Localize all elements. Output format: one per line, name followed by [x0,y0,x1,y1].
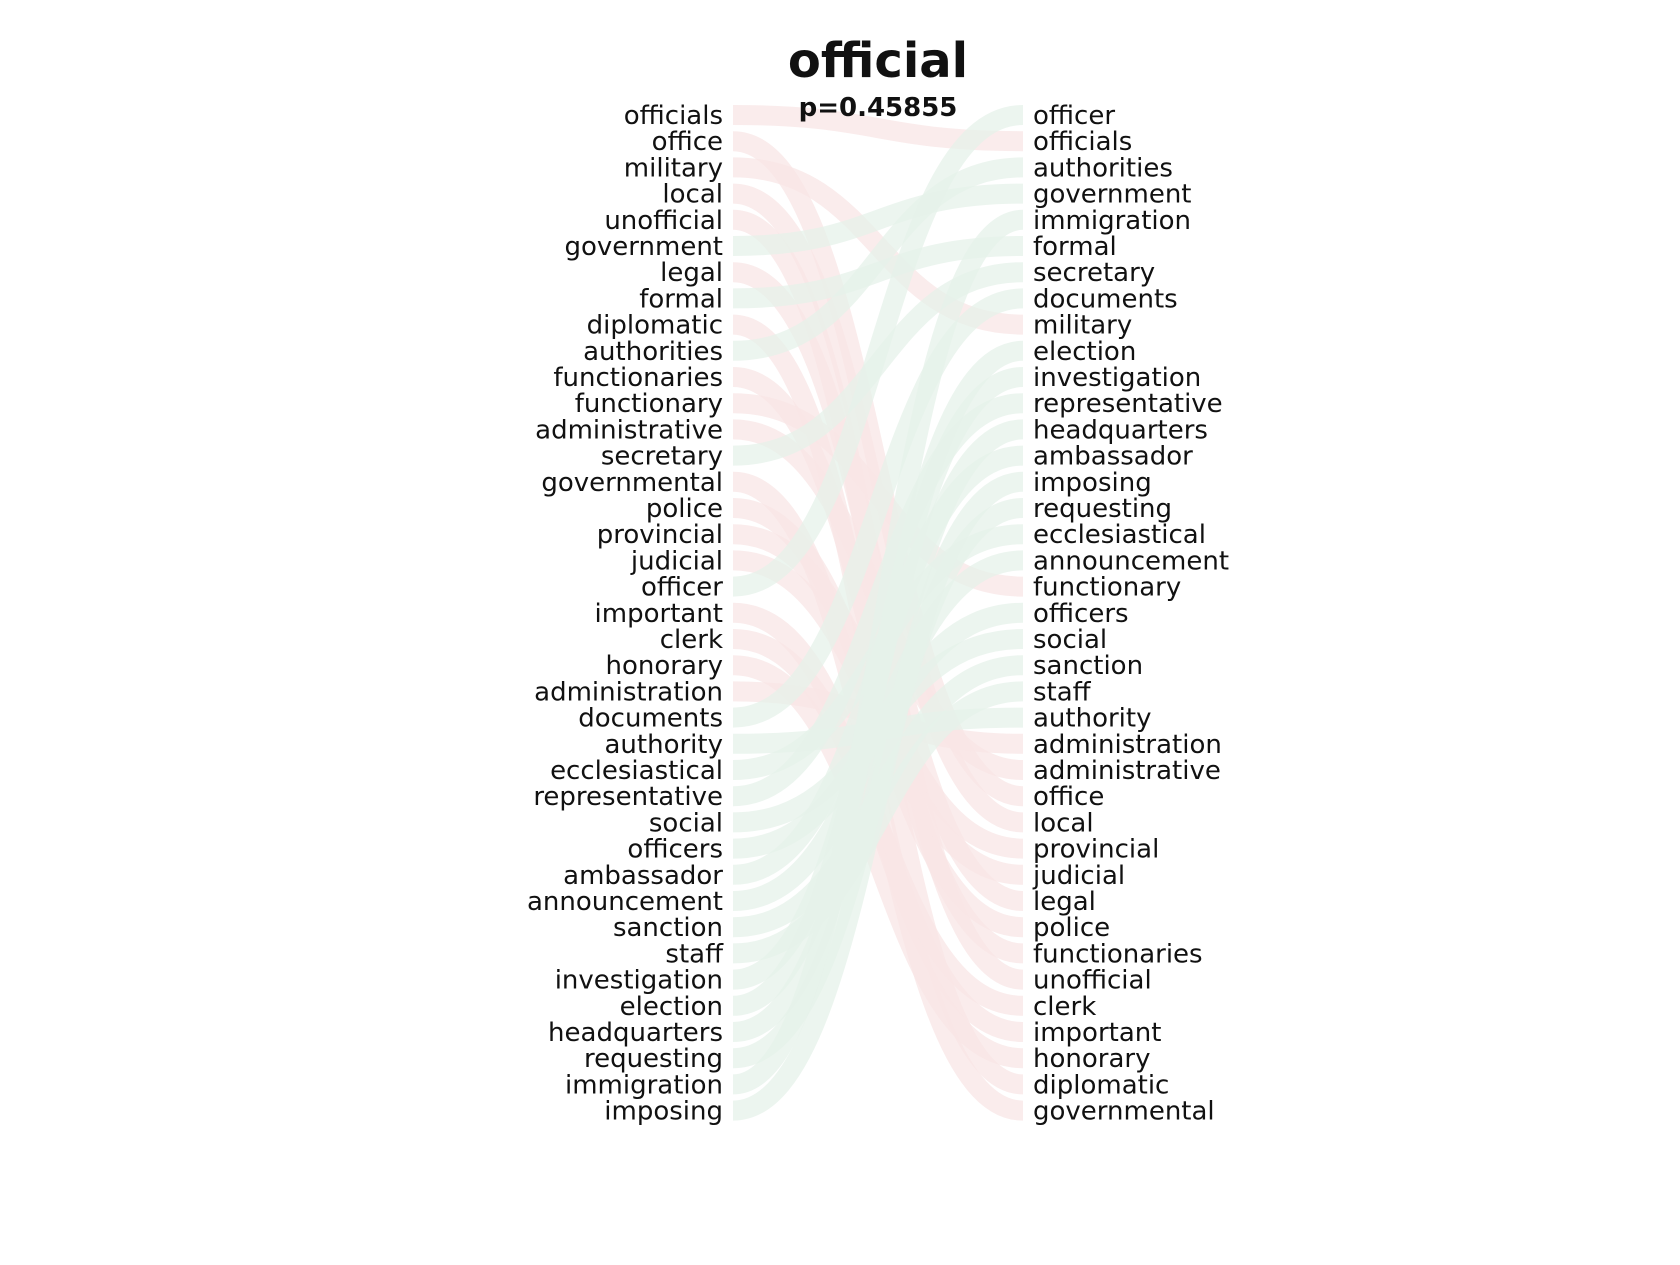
connection-curve [732,157,1024,361]
right-word-label: secretary [1033,258,1155,288]
left-word-label: officers [627,835,723,865]
connection-curve [731,471,1025,1121]
left-word-label: ambassador [563,861,723,891]
left-word-label: formal [639,284,723,314]
left-word-label: social [649,808,723,838]
right-word-label: imposing [1033,468,1152,498]
connection-curve [732,183,1024,256]
right-word-label: announcement [1033,546,1229,576]
right-word-label: office [1033,782,1104,812]
left-word-label: officials [624,101,723,131]
left-word-label: headquarters [548,1018,723,1048]
left-word-label: officer [641,573,723,603]
left-word-label: sanction [613,913,723,943]
left-word-label: office [652,127,723,157]
left-word-label: election [620,992,723,1022]
left-word-label: authority [605,730,724,760]
left-word-label: government [564,232,723,262]
right-word-label: diplomatic [1033,1070,1169,1100]
right-word-label: judicial [1032,861,1125,891]
left-word-label: immigration [565,1070,723,1100]
left-word-label: important [595,599,723,629]
left-word-label: ecclesiastical [550,756,723,786]
right-word-label: officials [1033,127,1132,157]
right-word-label: officers [1033,599,1129,629]
left-word-label: investigation [555,966,723,996]
connection-curve [732,288,1024,728]
right-word-label: administrative [1033,756,1221,786]
right-word-label: important [1033,1018,1161,1048]
right-word-label: governmental [1033,1097,1215,1127]
left-word-label: documents [578,704,723,734]
right-word-label: honorary [1033,1044,1150,1074]
right-word-label: military [1033,311,1132,341]
left-word-label: diplomatic [587,311,723,341]
right-word-label: documents [1033,284,1178,314]
left-word-label: police [646,494,723,524]
right-word-label: authorities [1033,153,1173,183]
left-word-label: unofficial [604,206,723,236]
right-word-label: legal [1033,887,1096,917]
left-word-label: administrative [535,415,723,445]
right-word-label: functionaries [1033,939,1203,969]
chart-subtitle: p=0.45855 [799,93,958,123]
left-word-label: local [662,180,723,210]
right-word-label: unofficial [1033,966,1152,996]
right-word-label: election [1033,337,1136,367]
left-word-label: secretary [601,442,723,472]
right-word-label: social [1033,625,1107,655]
left-word-label: clerk [660,625,723,655]
right-word-label: government [1033,180,1192,210]
right-word-label: representative [1033,389,1223,419]
right-word-label: administration [1033,730,1222,760]
left-word-label: staff [665,939,724,969]
left-word-label: provincial [597,520,723,550]
left-word-label: imposing [604,1097,723,1127]
right-word-label: sanction [1033,651,1143,681]
right-word-label: provincial [1033,835,1159,865]
right-word-label: formal [1033,232,1117,262]
right-word-label: local [1033,808,1094,838]
right-word-label: staff [1033,677,1092,707]
left-word-label: representative [533,782,723,812]
left-word-label: judicial [630,546,723,576]
chart-title: official [788,33,968,89]
left-word-label: functionaries [553,363,723,393]
connection-curve [731,209,1025,1095]
connection-curve [732,105,1024,597]
right-word-column: officerofficialsauthoritiesgovernmentimm… [1032,101,1229,1127]
right-word-label: clerk [1033,992,1096,1022]
left-word-label: military [624,153,723,183]
right-word-label: headquarters [1033,415,1208,445]
left-word-label: legal [660,258,723,288]
right-word-label: authority [1033,704,1152,734]
left-word-label: requesting [584,1044,723,1074]
right-word-label: ambassador [1033,442,1193,472]
left-word-label: announcement [527,887,723,917]
left-word-label: administration [534,677,723,707]
left-word-label: governmental [541,468,723,498]
right-word-label: ecclesiastical [1033,520,1206,550]
right-word-label: police [1033,913,1110,943]
connection-curves [731,105,1025,1121]
left-word-label: honorary [606,651,723,681]
right-word-label: investigation [1033,363,1201,393]
right-word-label: immigration [1033,206,1191,236]
right-word-label: officer [1033,101,1115,131]
connection-curve [732,419,1024,1042]
left-word-label: authorities [583,337,723,367]
right-word-label: functionary [1033,573,1181,603]
right-word-label: requesting [1033,494,1172,524]
left-word-column: officialsofficemilitarylocalunofficialgo… [527,101,724,1127]
left-word-label: functionary [575,389,723,419]
